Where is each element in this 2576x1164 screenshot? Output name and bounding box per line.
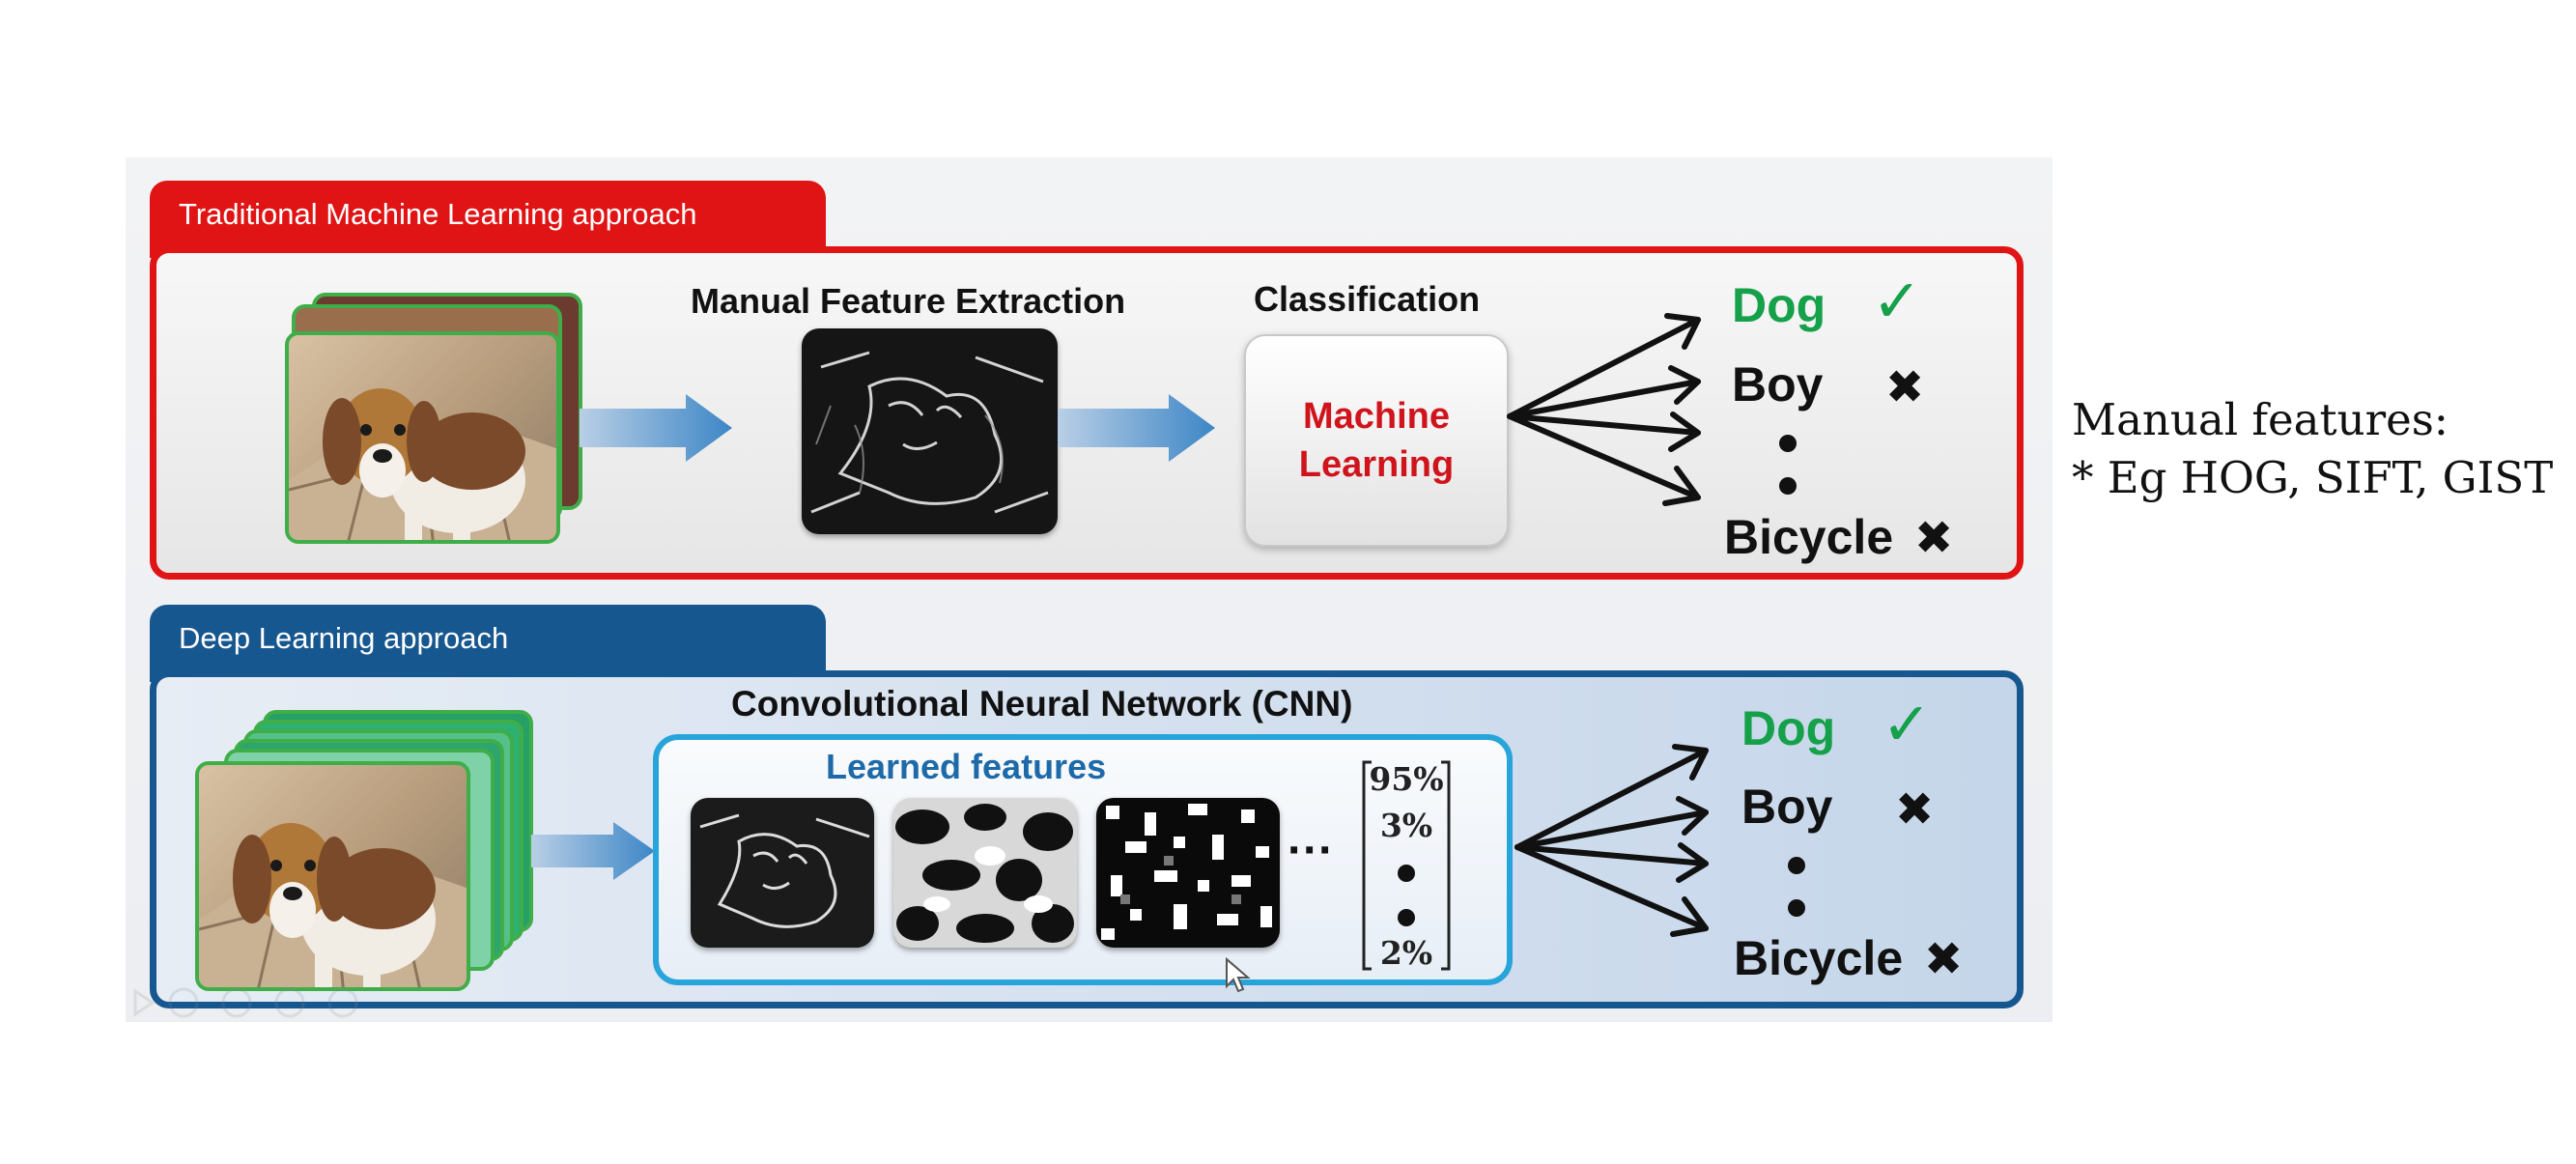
output-label-dog: Dog [1741, 701, 1836, 755]
deep-learning-approach-tab: Deep Learning approach [150, 605, 826, 682]
output-arrows-traditional [1507, 313, 1701, 506]
learned-feature-map-1 [691, 798, 874, 948]
output-label-bicycle: Bicycle [1734, 931, 1904, 985]
probability-boy: 3% [1379, 807, 1433, 844]
classifier-line-2: Learning [1298, 444, 1455, 485]
output-label-boy: Boy [1732, 357, 1824, 412]
probability-bicycle: 2% [1379, 934, 1433, 972]
ellipsis-dot [1779, 435, 1797, 452]
flow-arrow [531, 822, 655, 880]
learned-feature-map-2 [893, 798, 1077, 948]
flow-arrow [1058, 394, 1215, 462]
note-line-2: * Eg HOG, SIFT, GIST [2072, 452, 2554, 503]
probability-dog: 95% [1369, 760, 1444, 798]
classifier-line-1: Machine [1302, 396, 1451, 437]
video-player-controls [133, 987, 358, 1018]
dog-photo [285, 331, 560, 544]
cross-icon: ✖ [1924, 934, 1964, 985]
ellipsis-dot [1398, 909, 1415, 926]
output-probability-vector: 95% 3% 2% [1358, 758, 1455, 973]
manual-feature-extraction-heading: Manual Feature Extraction [691, 281, 1126, 321]
ellipsis-dot [1788, 857, 1805, 874]
manual-features-note: Manual features: * Eg HOG, SIFT, GIST [2072, 391, 2553, 507]
more-features-ellipsis: ··· [1288, 825, 1334, 876]
check-icon: ✓ [1882, 692, 1932, 758]
output-label-bicycle: Bicycle [1724, 510, 1894, 564]
ellipsis-dot [1779, 477, 1797, 495]
ellipsis-dot [1788, 899, 1805, 917]
check-icon: ✓ [1872, 269, 1922, 335]
manual-feature-map [802, 328, 1058, 534]
cross-icon: ✖ [1895, 784, 1935, 836]
traditional-approach-tab: Traditional Machine Learning approach [150, 181, 826, 258]
output-label-dog: Dog [1732, 278, 1826, 332]
learned-features-heading: Learned features [826, 747, 1107, 786]
diagram-slide: Traditional Machine Learning approach [126, 157, 2052, 1022]
note-line-1: Manual features: [2072, 394, 2449, 445]
classification-heading: Classification [1254, 279, 1481, 319]
dog-photo [195, 761, 470, 991]
ellipsis-dot [1398, 865, 1415, 882]
mouse-cursor-icon [1226, 957, 1251, 993]
cnn-heading: Convolutional Neural Network (CNN) [731, 684, 1353, 724]
flow-arrow [580, 394, 732, 462]
output-label-boy: Boy [1741, 780, 1833, 834]
output-arrows-deep [1514, 744, 1709, 937]
learned-feature-map-3 [1096, 798, 1280, 948]
cross-icon: ✖ [1885, 362, 1925, 413]
cross-icon: ✖ [1914, 513, 1954, 564]
machine-learning-classifier: Machine Learning [1244, 334, 1509, 547]
